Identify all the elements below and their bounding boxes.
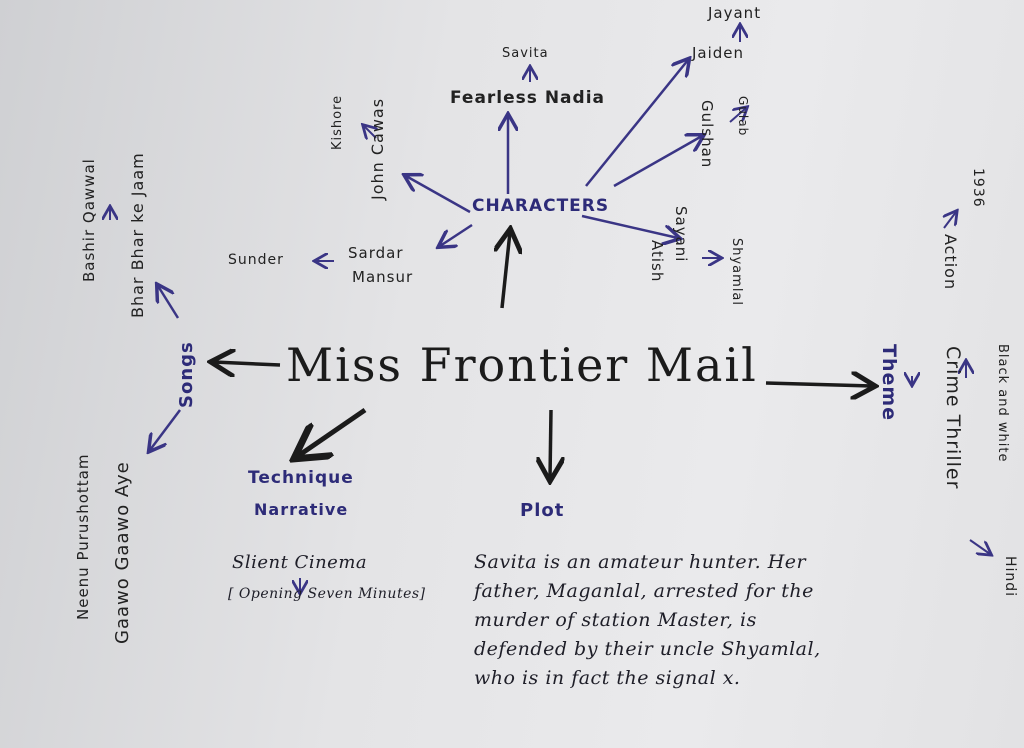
gulshan-node: Gulshan (698, 100, 716, 169)
narrative-node: Narrative (254, 500, 349, 519)
fearless-nadia-node: Fearless Nadia (450, 88, 605, 108)
arrow-to-bhar-bhar (158, 286, 180, 319)
gaawo-node: Gaawo Gaawo Aye (112, 461, 133, 644)
opening-minutes-node: [ Opening Seven Minutes] (228, 586, 426, 602)
arrow-to-hindi (969, 539, 990, 554)
action-node: Action (941, 234, 960, 291)
technique-node: Technique (248, 468, 354, 488)
plot-text: Savita is an amateur hunter. Her father,… (474, 551, 821, 689)
arrow-to-jaiden (585, 60, 688, 187)
atish-node: Atish (648, 240, 666, 283)
arrow-to-plot (550, 409, 551, 478)
songs-node: Songs (176, 341, 197, 408)
gulab-node: Gulab (736, 96, 750, 137)
arrow-to-characters (502, 232, 510, 309)
arrow-to-songs (214, 362, 281, 365)
jaiden-node: Jaiden (692, 44, 745, 62)
savita-node: Savita (502, 46, 549, 61)
arrow-to-gaawo (150, 409, 181, 450)
shyamlal-node: Shyamlal (729, 238, 744, 307)
sayani-node: Sayani (672, 206, 690, 263)
arrow-to-technique (298, 407, 367, 456)
hindi-node: Hindi (1002, 556, 1018, 598)
year-node: 1936 (970, 168, 986, 208)
black-and-white-node: Black and white (995, 344, 1010, 463)
mansur-node: Mansur (352, 268, 414, 286)
characters-node: CHARACTERS (472, 196, 610, 216)
central-title: Miss Frontier Mail (286, 338, 758, 392)
arrow-to-gulab (729, 108, 746, 123)
bashir-node: Bashir Qawwal (80, 158, 98, 282)
sunder-node: Sunder (228, 252, 284, 268)
arrow-to-theme (765, 383, 872, 386)
kishore-node: Kishore (330, 94, 345, 150)
arrow-to-kishore (364, 126, 376, 138)
arrow-to-john-cawas (406, 176, 471, 214)
crime-thriller-node: Crime Thriller (942, 346, 964, 490)
plot-node: Plot (520, 500, 565, 521)
jayant-node: Jayant (708, 4, 762, 22)
neenu-node: Neenu Purushottam (74, 453, 92, 621)
arrow-to-action (944, 212, 956, 229)
bhar-bhar-node: Bhar Bhar ke Jaam (128, 152, 147, 318)
arrow-to-gulshan (613, 136, 702, 188)
silent-cinema-node: Slient Cinema (232, 552, 368, 573)
arrow-to-sayani-atish (581, 214, 678, 238)
arrow-to-sardar-mansur (440, 223, 473, 246)
sardar-node: Sardar (348, 244, 404, 262)
john-cawas-node: John Cawas (368, 97, 387, 200)
theme-node: Theme (878, 344, 900, 422)
